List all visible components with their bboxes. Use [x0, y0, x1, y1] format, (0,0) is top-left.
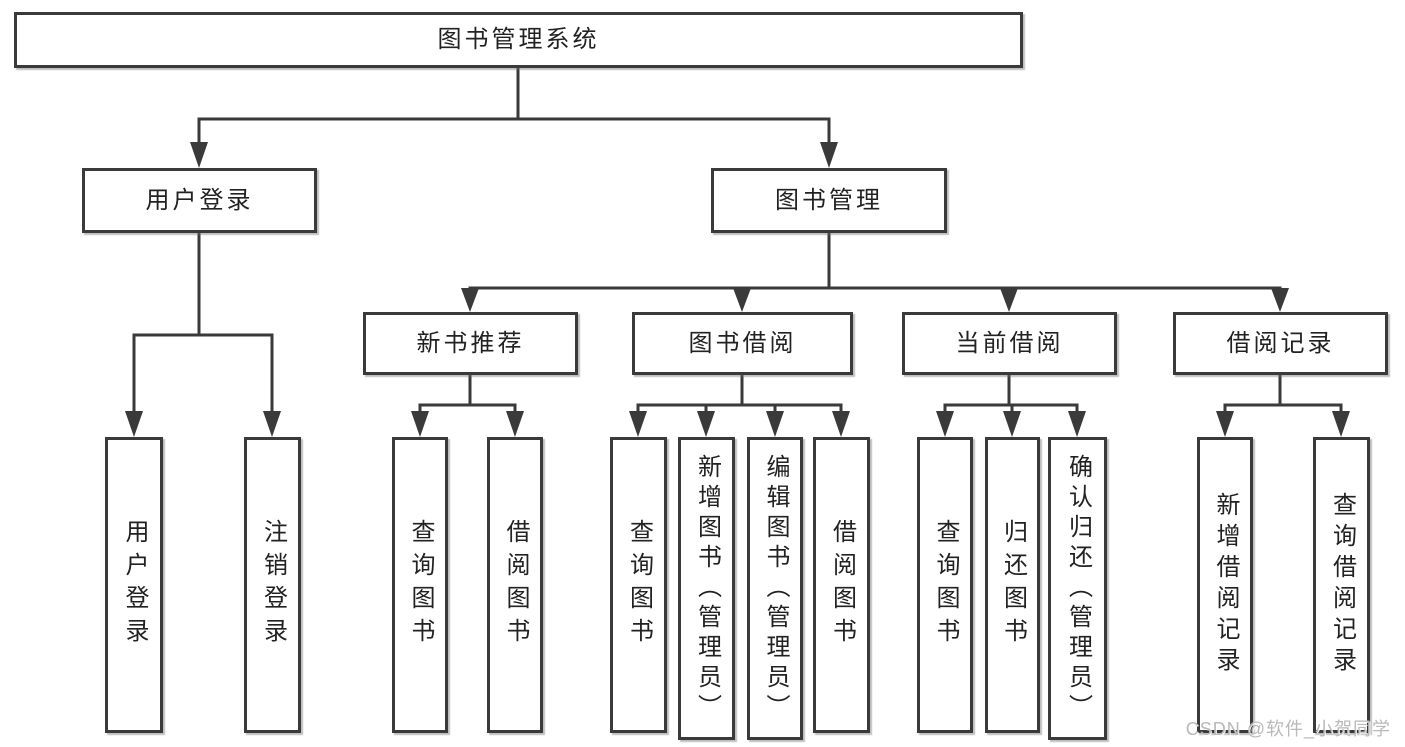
node-book-management-branch: 图书管理: [711, 168, 947, 233]
node-label: 用户登录: [121, 519, 148, 651]
node-current-borrow: 当前借阅: [902, 312, 1117, 375]
node-book-borrow: 图书借阅: [632, 312, 853, 375]
leaf-logout: 注销登录: [244, 437, 301, 733]
node-label: 新增借阅记录: [1212, 492, 1239, 678]
node-label: 确认归还（管理员）: [1064, 453, 1092, 724]
connector-root-split: [190, 68, 838, 168]
node-label: 图书借阅: [688, 329, 797, 357]
node-label: 借阅图书: [828, 519, 856, 651]
node-label: 编辑图书（管理员）: [762, 453, 789, 724]
node-label: 借阅图书: [502, 519, 529, 651]
node-label: 归还图书: [999, 519, 1027, 651]
leaf-current-return-books: 归还图书: [985, 437, 1040, 733]
connector-book-borrow-split: [629, 375, 850, 437]
node-user-login-branch: 用户登录: [82, 168, 317, 233]
leaf-user-login: 用户登录: [105, 437, 163, 733]
leaf-borrow-edit-books-admin: 编辑图书（管理员）: [747, 437, 803, 740]
leaf-recommend-borrow-books: 借阅图书: [487, 437, 543, 733]
connector-new-book-recommend-split: [411, 375, 524, 437]
node-label: 查询借阅记录: [1328, 492, 1356, 678]
leaf-borrow-query-books: 查询图书: [610, 437, 667, 733]
watermark: CSDN @软件_小贺同学: [1185, 719, 1391, 739]
node-label: 图书管理系统: [437, 26, 600, 53]
node-label: 新书推荐: [416, 329, 525, 357]
leaf-current-query-books: 查询图书: [917, 437, 973, 733]
node-label: 新增图书（管理员）: [693, 453, 721, 724]
leaf-borrow-add-books-admin: 新增图书（管理员）: [678, 437, 735, 740]
leaf-current-confirm-return-admin: 确认归还（管理员）: [1048, 437, 1107, 740]
connector-book-management-split: [461, 233, 1289, 312]
node-root: 图书管理系统: [14, 12, 1023, 68]
connector-current-borrow-split: [936, 375, 1086, 437]
node-label: 当前借阅: [955, 329, 1064, 357]
leaf-borrow-borrow-books: 借阅图书: [813, 437, 870, 733]
node-label: 查询图书: [625, 519, 653, 651]
node-label: 注销登录: [259, 519, 287, 651]
node-new-book-recommend: 新书推荐: [363, 312, 578, 375]
node-label: 查询图书: [932, 519, 959, 651]
node-label: 查询图书: [407, 519, 434, 651]
node-label: 图书管理: [775, 186, 883, 214]
node-label: 用户登录: [145, 186, 254, 214]
leaf-records-query-record: 查询借阅记录: [1313, 437, 1370, 733]
node-label: 借阅记录: [1226, 329, 1335, 357]
node-borrow-records: 借阅记录: [1173, 312, 1388, 375]
connector-borrow-records-split: [1216, 375, 1350, 437]
connector-user-login-split: [125, 233, 281, 437]
leaf-records-add-record: 新增借阅记录: [1197, 437, 1253, 733]
leaf-recommend-query-books: 查询图书: [392, 437, 448, 733]
